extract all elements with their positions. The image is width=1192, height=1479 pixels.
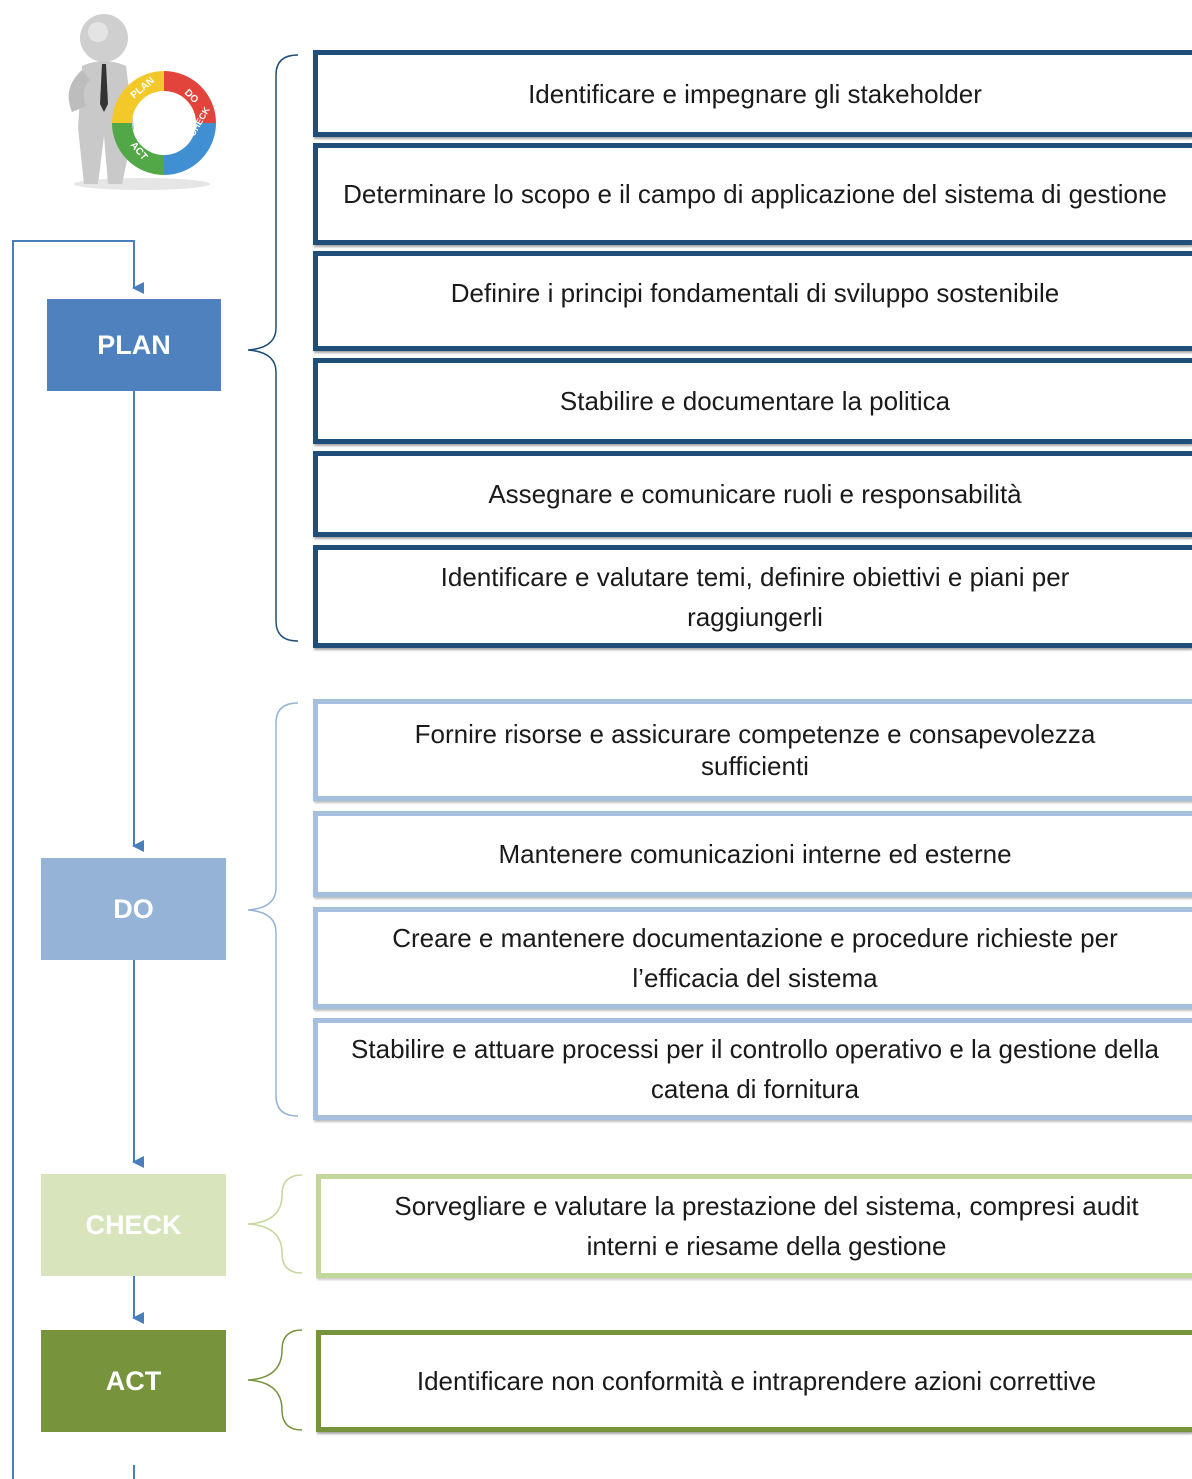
- do-task: Stabilire e attuare processi per il cont…: [313, 1018, 1192, 1120]
- check-task: Sorvegliare e valutare la prestazione de…: [316, 1174, 1192, 1278]
- pdca-mascot-illustration: PLAN DO CHECK ACT: [68, 14, 216, 190]
- plan-task: Definire i principi fondamentali di svil…: [313, 251, 1192, 351]
- phase-do: DO: [41, 858, 226, 960]
- phase-check: CHECK: [41, 1174, 226, 1276]
- plan-task: Identificare e valutare temi, definire o…: [313, 545, 1192, 648]
- act-task: Identificare non conformità e intraprend…: [316, 1330, 1192, 1432]
- feedback-loop-return: [12, 240, 144, 1479]
- plan-task: Determinare lo scopo e il campo di appli…: [313, 143, 1192, 245]
- phase-act: ACT: [41, 1330, 226, 1432]
- do-task: Fornire risorse e assicurare competenze …: [313, 699, 1192, 801]
- do-task: Creare e mantenere documentazione e proc…: [313, 907, 1192, 1009]
- brace-check: [247, 1174, 303, 1274]
- plan-task: Identificare e impegnare gli stakeholder: [313, 50, 1192, 137]
- brace-act: [247, 1329, 303, 1431]
- brace-plan: [247, 54, 299, 642]
- plan-task: Assegnare e comunicare ruoli e responsab…: [313, 451, 1192, 537]
- phase-plan: PLAN: [47, 299, 221, 391]
- plan-task: Stabilire e documentare la politica: [313, 358, 1192, 444]
- do-task: Mantenere comunicazioni interne ed ester…: [313, 811, 1192, 897]
- brace-do: [247, 702, 299, 1117]
